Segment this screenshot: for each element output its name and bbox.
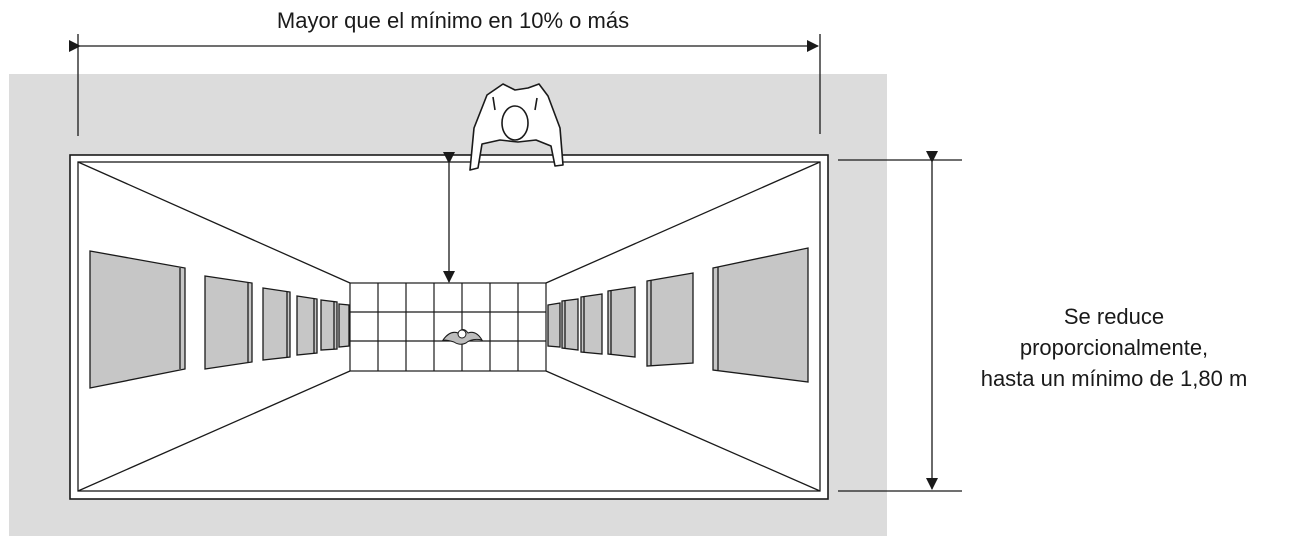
- painting-left-2: [204, 275, 253, 370]
- side-label-line-2: proporcionalmente,: [1020, 335, 1208, 360]
- painting-right-2: [561, 298, 579, 351]
- painting-right-5: [646, 272, 694, 367]
- painting-right-4: [607, 286, 636, 358]
- top-dimension-label: Mayor que el mínimo en 10% o más: [277, 8, 629, 33]
- back-wall-grid: [349, 282, 547, 372]
- painting-right-3: [580, 293, 603, 355]
- side-label-line-1: Se reduce: [1064, 304, 1164, 329]
- right-height-dimension: [838, 151, 962, 492]
- top-width-dimension: [69, 34, 821, 136]
- painting-left-3: [262, 287, 291, 361]
- painting-left-1: [89, 250, 186, 389]
- side-label-line-3: hasta un mínimo de 1,80 m: [981, 366, 1248, 391]
- painting-left-4: [296, 295, 318, 356]
- right-wall-paintings: [547, 247, 809, 383]
- left-wall-paintings: [89, 250, 350, 389]
- painting-left-6: [338, 303, 350, 348]
- painting-right-1: [547, 302, 561, 348]
- person-top-view-icon: [469, 83, 564, 171]
- painting-right-6: [712, 247, 809, 383]
- distant-figure-icon: [442, 329, 484, 345]
- painting-left-5: [320, 299, 338, 351]
- perspective-lines: [77, 161, 821, 492]
